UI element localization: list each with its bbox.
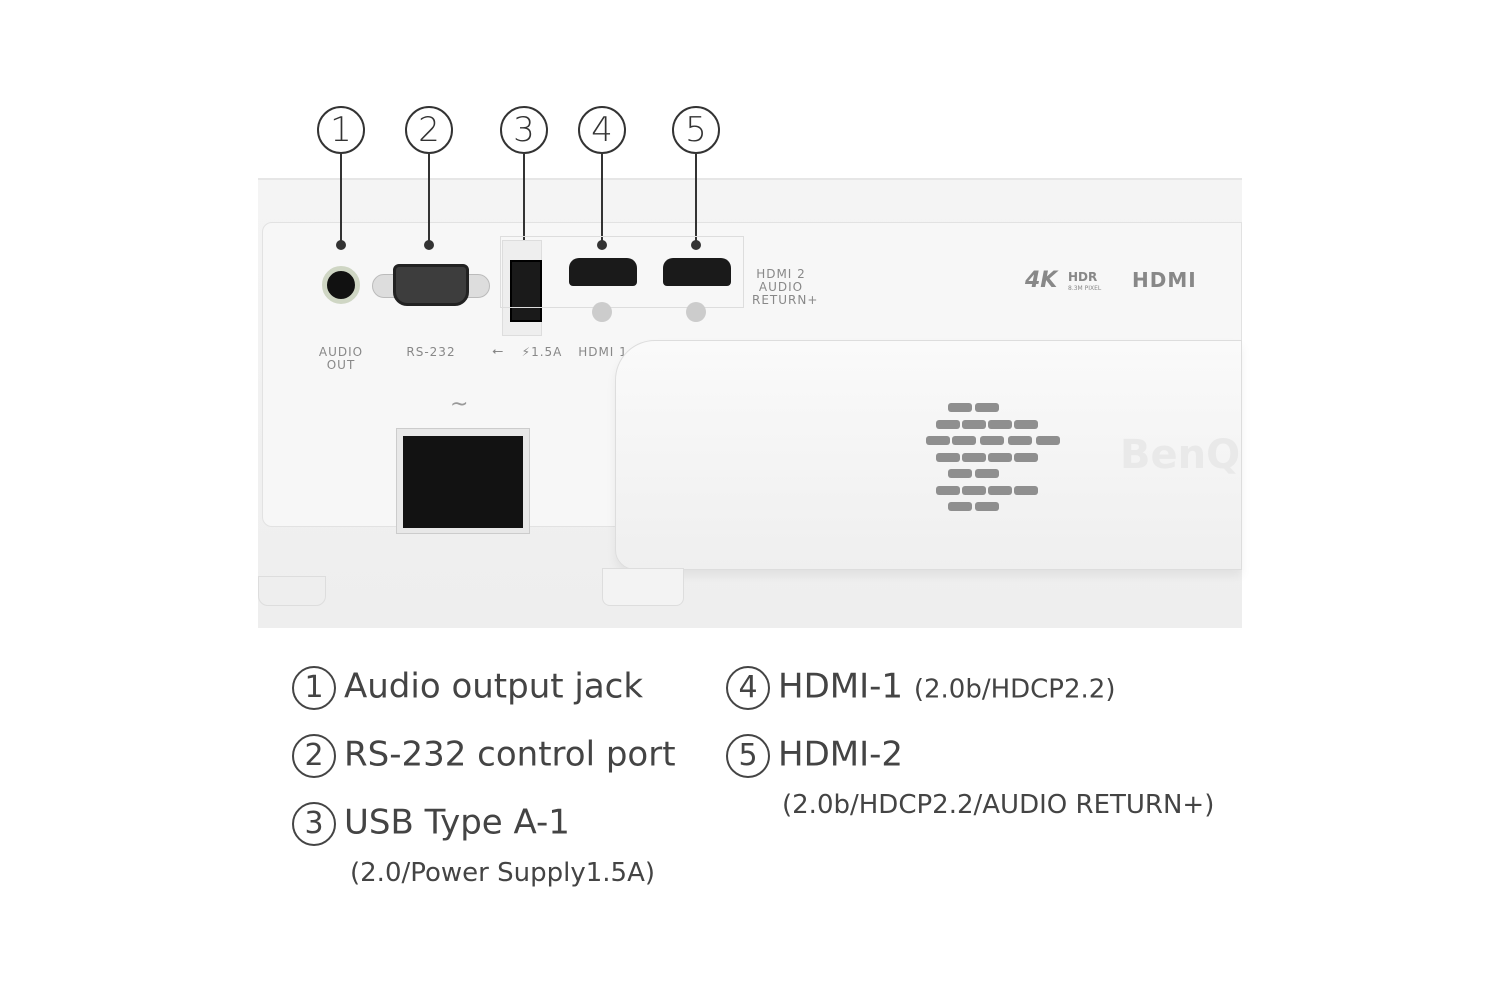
label-hdmi1: HDMI 1 — [578, 345, 628, 359]
logo-4k: 4K — [1025, 268, 1058, 293]
grille-slot — [988, 452, 1012, 462]
grille-slot — [962, 452, 986, 462]
usb-icon: ⭠ — [492, 343, 504, 359]
grille-slot — [1014, 452, 1038, 462]
grille-slot — [952, 436, 976, 445]
label-hdmi2: HDMI 2 AUDIO RETURN+ — [752, 267, 819, 307]
grille-slot — [1014, 419, 1038, 429]
grille-slot — [926, 436, 950, 445]
leader-line-1 — [340, 154, 342, 244]
grille-slot — [980, 436, 1004, 445]
screw-icon — [592, 302, 612, 322]
grille-slot — [988, 485, 1012, 495]
grille-slot — [936, 485, 960, 495]
callout-3: 3 — [500, 106, 548, 154]
hdmi1-port — [569, 258, 637, 286]
legend-title: HDMI-1 — [778, 666, 904, 707]
projector-foot — [602, 568, 684, 606]
grille-slot — [975, 502, 999, 511]
leader-line-3 — [523, 154, 525, 244]
callout-4: 4 — [578, 106, 626, 154]
hdmi-recess — [500, 236, 744, 308]
leader-dot-5 — [691, 240, 701, 250]
logo-hdr: HDR — [1068, 270, 1098, 284]
legend-title: HDMI-2 — [778, 734, 904, 775]
label-audio-out: AUDIO OUT — [318, 345, 364, 372]
grille-slot — [948, 403, 972, 412]
legend-detail-5: (2.0b/HDCP2.2/AUDIO RETURN+) — [782, 790, 1215, 820]
grille-slot — [936, 419, 960, 429]
label-rs232: RS-232 — [406, 345, 456, 359]
ac-symbol: ~ — [450, 392, 469, 417]
callout-1: 1 — [317, 106, 365, 154]
callout-5: 5 — [672, 106, 720, 154]
leader-dot-1 — [336, 240, 346, 250]
screw-icon — [686, 302, 706, 322]
legend-number: 3 — [292, 802, 336, 846]
audio-out-jack — [322, 266, 360, 304]
grille-slot — [1036, 436, 1060, 445]
legend-title: Audio output jack — [344, 666, 644, 707]
rs232-port — [393, 264, 469, 306]
logo-hdmi: HDMI — [1132, 268, 1197, 292]
leader-line-4 — [601, 154, 603, 244]
grille-slot — [962, 485, 986, 495]
label-usb: ⚡1.5A — [521, 345, 563, 359]
callout-2: 2 — [405, 106, 453, 154]
legend-number: 4 — [726, 666, 770, 710]
legend-detail-3: (2.0/Power Supply1.5A) — [350, 858, 656, 888]
brand-logo: BenQ — [1120, 432, 1241, 478]
projector-top-cover — [615, 340, 1242, 570]
grille-slot — [988, 419, 1012, 429]
grille-slot — [975, 469, 999, 478]
grille-slot — [948, 502, 972, 511]
legend-number: 2 — [292, 734, 336, 778]
logo-hdr-sub: 8.3M PIXEL — [1068, 285, 1102, 292]
legend-number: 5 — [726, 734, 770, 778]
hdmi2-port — [663, 258, 731, 286]
legend-title: USB Type A-1 — [344, 802, 570, 843]
leader-dot-4 — [597, 240, 607, 250]
grille-slot — [1014, 485, 1038, 495]
grille-slot — [936, 452, 960, 462]
usb-a-port — [510, 260, 542, 322]
leader-dot-2 — [424, 240, 434, 250]
legend-number: 1 — [292, 666, 336, 710]
legend-detail-4: (2.0b/HDCP2.2) — [913, 674, 1116, 705]
grille-slot — [1008, 436, 1032, 445]
ac-power-inlet — [403, 436, 523, 528]
grille-slot — [948, 469, 972, 478]
grille-slot — [975, 403, 999, 412]
projector-foot — [258, 576, 326, 606]
grille-slot — [962, 419, 986, 429]
leader-line-5 — [695, 154, 697, 244]
leader-line-2 — [428, 154, 430, 244]
legend-title: RS-232 control port — [344, 734, 676, 775]
